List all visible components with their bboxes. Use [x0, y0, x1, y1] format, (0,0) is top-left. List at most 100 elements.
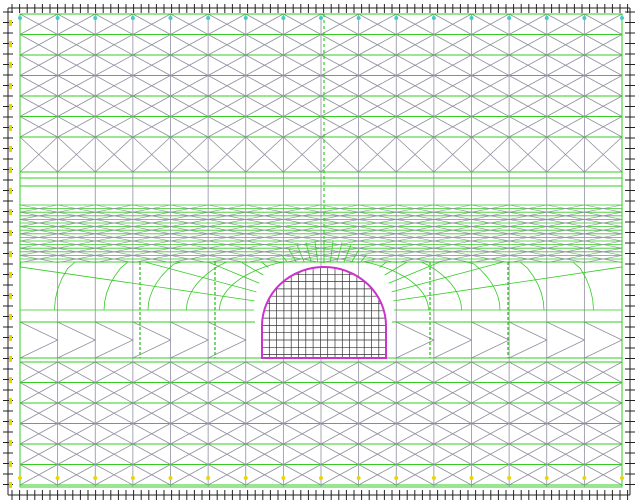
- diagonal-brace: [471, 443, 510, 465]
- diagonal-brace: [19, 464, 58, 486]
- node-marker-icon: [9, 419, 12, 425]
- diagonal-brace: [57, 464, 96, 486]
- diagonal-brace: [320, 54, 359, 76]
- diagonal-brace: [433, 204, 472, 213]
- diagonal-brace: [508, 116, 547, 138]
- diagonal-brace: [95, 423, 134, 445]
- diagonal-brace: [283, 95, 322, 117]
- node-marker-icon: [356, 16, 361, 20]
- node-marker-icon: [544, 16, 549, 20]
- diagonal-brace: [94, 136, 134, 173]
- diagonal-brace: [245, 361, 284, 383]
- diagonal-brace: [358, 54, 397, 76]
- diagonal-brace: [57, 226, 96, 235]
- diagonal-brace: [396, 75, 435, 97]
- diagonal-brace: [508, 382, 547, 404]
- diagonal-brace: [546, 247, 585, 256]
- diagonal-brace: [396, 233, 434, 242]
- diagonal-brace: [471, 204, 510, 213]
- diagonal-brace: [433, 116, 472, 138]
- diagonal-brace: [546, 240, 585, 249]
- diagonal-brace: [57, 240, 96, 249]
- diagonal-brace: [95, 34, 134, 56]
- node-marker-icon: [9, 356, 12, 362]
- node-marker-icon: [9, 482, 12, 488]
- diagonal-brace: [283, 136, 322, 173]
- diagonal-brace: [132, 226, 171, 235]
- diagonal-brace: [508, 13, 547, 35]
- node-marker-icon: [18, 476, 22, 480]
- node-marker-icon: [9, 461, 12, 467]
- diagonal-brace: [546, 233, 585, 242]
- diagonal-brace: [19, 116, 58, 138]
- diagonal-brace: [433, 423, 472, 445]
- diagonal-brace: [358, 382, 397, 404]
- diagonal-brace: [19, 211, 58, 220]
- diagonal-brace: [132, 75, 171, 97]
- diagonal-brace: [358, 204, 397, 213]
- diagonal-brace: [509, 247, 547, 256]
- diagonal-brace: [471, 255, 510, 263]
- triangle-brace: [396, 321, 435, 359]
- diagonal-brace: [320, 13, 359, 35]
- diagonal-brace: [396, 13, 435, 35]
- diagonal-brace: [170, 402, 209, 424]
- diagonal-brace: [283, 402, 322, 424]
- diagonal-brace: [358, 443, 397, 465]
- node-marker-icon: [206, 16, 211, 20]
- diagonal-brace: [433, 219, 472, 227]
- diagonal-brace: [546, 443, 585, 465]
- diagonal-brace: [170, 75, 209, 97]
- diagonal-brace: [19, 95, 58, 117]
- radial-mesh-line: [288, 249, 297, 263]
- diagonal-brace: [170, 219, 209, 227]
- diagonal-brace: [396, 219, 434, 227]
- triangle-brace: [57, 321, 97, 359]
- diagonal-brace: [396, 240, 434, 249]
- diagonal-brace: [546, 402, 585, 424]
- diagonal-brace: [358, 255, 397, 263]
- diagonal-brace: [245, 247, 284, 256]
- diagonal-brace: [170, 255, 209, 263]
- diagonal-brace: [396, 464, 435, 486]
- diagonal-brace: [358, 464, 397, 486]
- diagonal-brace: [132, 116, 171, 138]
- triangle-brace: [207, 321, 247, 359]
- node-marker-icon: [544, 476, 549, 480]
- diagonal-brace: [584, 95, 623, 117]
- radial-mesh-line: [305, 242, 312, 263]
- diagonal-brace: [208, 233, 246, 242]
- diagonal-brace: [283, 233, 322, 242]
- diagonal-brace: [433, 382, 472, 404]
- diagonal-brace: [283, 464, 322, 486]
- diagonal-brace: [358, 423, 397, 445]
- diagonal-brace: [283, 13, 322, 35]
- diagonal-brace: [584, 13, 623, 35]
- diagonal-brace: [207, 361, 246, 383]
- diagonal-brace: [132, 219, 171, 227]
- diagonal-brace: [546, 116, 585, 138]
- diagonal-brace: [19, 13, 58, 35]
- diagonal-brace: [170, 136, 209, 173]
- diagonal-brace: [245, 423, 284, 445]
- radial-mesh-line: [351, 249, 360, 263]
- diagonal-brace: [245, 464, 284, 486]
- diagonal-brace: [471, 361, 510, 383]
- diagonal-brace: [207, 95, 246, 117]
- diagonal-brace: [95, 95, 134, 117]
- diagonal-brace: [57, 361, 96, 383]
- node-marker-icon: [507, 16, 512, 20]
- diagonal-brace: [358, 75, 397, 97]
- diagonal-brace: [19, 255, 58, 263]
- diagonal-brace: [57, 402, 96, 424]
- node-marker-icon: [9, 314, 12, 320]
- boundary-supports: [3, 4, 635, 500]
- diagonal-brace: [396, 204, 434, 213]
- diagonal-brace: [508, 423, 547, 445]
- diagonal-brace: [584, 204, 623, 213]
- diagonal-brace: [245, 233, 284, 242]
- diagonal-brace: [57, 233, 96, 242]
- diagonal-brace: [358, 219, 397, 227]
- diagonal-brace: [245, 219, 284, 227]
- diagonal-brace: [19, 226, 58, 235]
